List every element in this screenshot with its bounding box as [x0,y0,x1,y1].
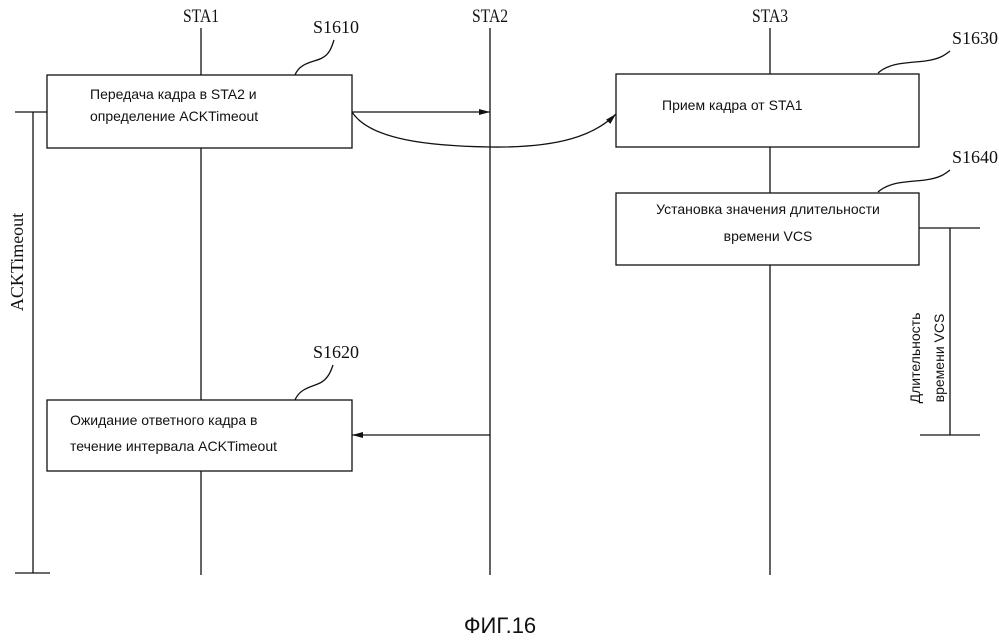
step-s1640-line2: времени VCS [724,228,813,244]
step-s1620-line2: течение интервала ACKTimeout [70,438,277,454]
frame-to-sta3-arrow [352,112,616,147]
sta3-label: STA3 [752,6,788,27]
step-s1620-box [47,400,352,471]
step-s1610-label: S1610 [313,17,359,37]
step-s1640-leader [878,170,950,192]
vcs-label-line2: времени VCS [931,314,947,403]
step-s1610-line1: Передача кадра в STA2 и [90,86,257,102]
step-s1620-label: S1620 [313,342,359,362]
step-s1640-line1: Установка значения длительности [656,201,880,217]
vcs-label-line1: Длительность [907,313,923,404]
sta1-label: STA1 [183,6,219,27]
ack-timeout-label: ACKTimeout [7,213,27,311]
step-s1620-leader [295,365,333,400]
figure-caption: ФИГ.16 [464,613,536,638]
step-s1610-line2: определение ACKTimeout [90,108,258,124]
step-s1620-line1: Ожидание ответного кадра в [70,412,257,428]
sta2-label: STA2 [472,6,508,27]
step-s1630-leader [878,51,950,73]
step-s1640-label: S1640 [952,147,998,167]
step-s1610-leader [295,40,334,75]
step-s1630-label: S1630 [952,28,998,48]
step-s1630-line1: Прием кадра от STA1 [662,97,803,113]
